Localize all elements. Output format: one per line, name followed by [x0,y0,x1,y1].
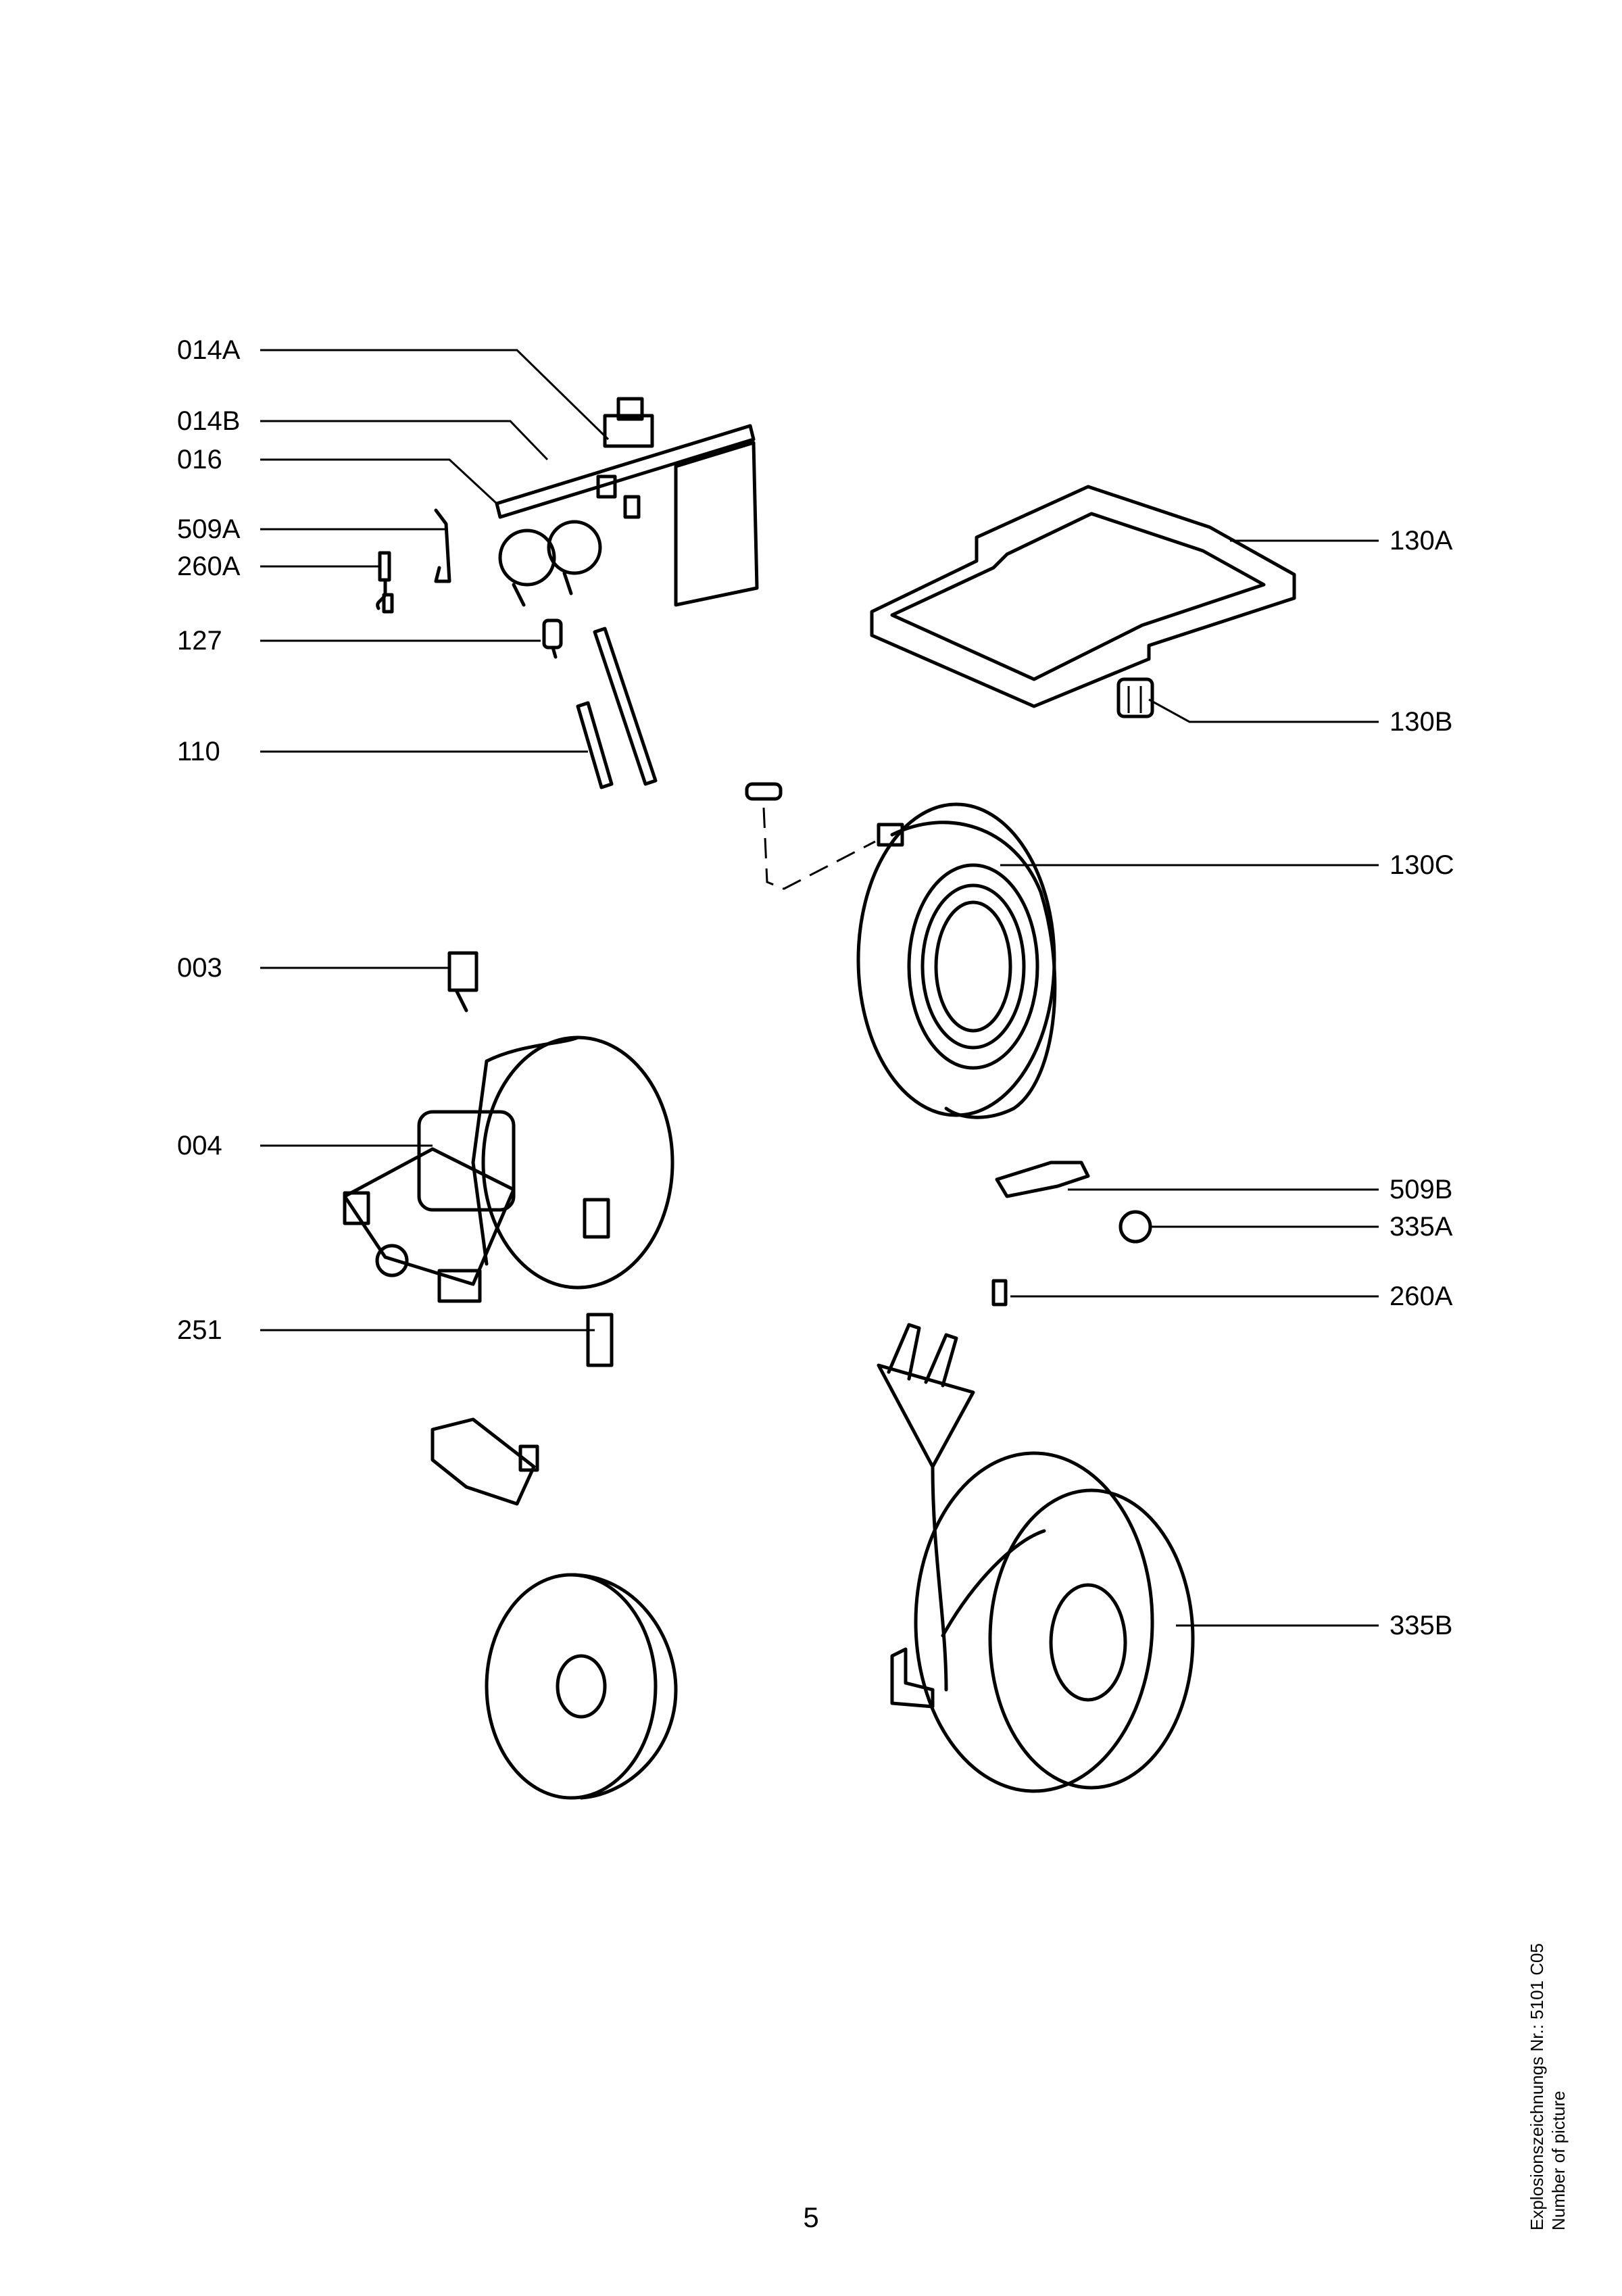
drawing-number: Explosionszeichnungs Nr.: 5101 C05 [1527,1943,1547,2230]
spring-260A [991,1279,1008,1306]
circuit-board [495,397,759,607]
label-004: 004 [177,1131,222,1161]
leader-lines [260,349,1379,1627]
brush-holder-003 [447,951,478,1012]
tray-130A [870,485,1296,708]
label-130C: 130C [1390,850,1454,880]
drawing-caption: Number of picture [1548,2091,1569,2230]
label-016: 016 [177,445,222,474]
lever-509B [995,1161,1090,1198]
label-251: 251 [177,1315,222,1345]
label-130A: 130A [1390,526,1453,556]
label-335A: 335A [1390,1212,1453,1242]
label-509A: 509A [177,514,241,544]
carbon-brush-251 [586,1313,614,1367]
label-260A-right: 260A [1390,1281,1453,1311]
clip-130B [1116,677,1154,718]
label-260A-left: 260A [177,552,241,581]
brush-holder [431,1417,539,1506]
springs [376,508,451,614]
cable-reel-335B [877,1323,1195,1793]
page-number: 5 [803,2201,819,2233]
label-335B: 335B [1390,1611,1453,1640]
fuse [745,782,876,890]
label-110: 110 [177,737,220,766]
rods [576,627,658,789]
label-509B: 509B [1390,1175,1453,1204]
label-127: 127 [177,626,222,656]
knob-335A [1119,1210,1152,1244]
filter-disc [485,1573,678,1800]
connector-127 [542,618,563,659]
motor-004 [343,1035,674,1303]
label-130B: 130B [1390,707,1453,737]
label-014A: 014A [177,335,241,365]
drawing-number-note: Explosionszeichnungs Nr.: 5101 C05 Numbe… [1526,1943,1569,2230]
drum-130C [856,802,1057,1119]
label-003: 003 [177,953,222,983]
label-014B: 014B [177,406,241,436]
